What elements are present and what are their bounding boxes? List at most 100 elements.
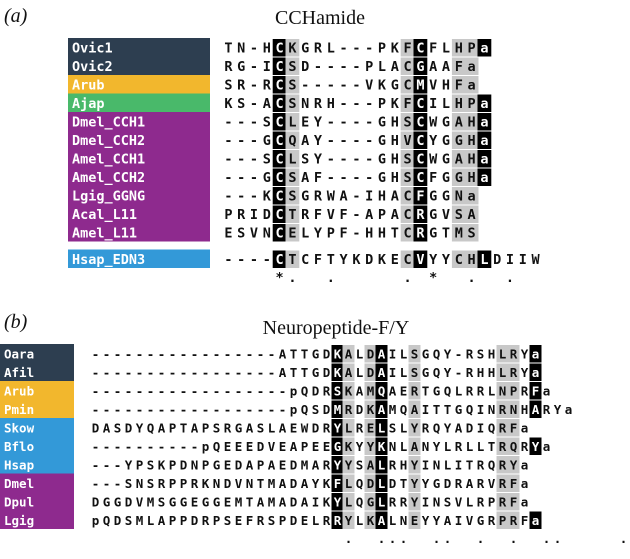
panel_b-residue: - bbox=[114, 439, 122, 454]
panel_a-residue: G bbox=[429, 226, 437, 242]
panel_b-residue: A bbox=[345, 365, 353, 380]
panel_a-residue: - bbox=[224, 133, 232, 149]
panel_a-residue: - bbox=[340, 170, 348, 186]
panel_b-residue: D bbox=[444, 476, 452, 491]
panel_a-residue: - bbox=[314, 78, 322, 94]
panel_b-residue: I bbox=[422, 402, 430, 417]
panel_a-consensus-mark: * bbox=[429, 270, 437, 286]
panel_b-consensus-mark: . bbox=[378, 531, 386, 546]
panel_b-residue: - bbox=[224, 402, 232, 417]
panel_b-residue: P bbox=[169, 476, 177, 491]
panel_a-residue-highlight bbox=[400, 131, 415, 149]
panel_a-residue: N bbox=[301, 96, 309, 112]
panel_b-residue-highlight bbox=[331, 493, 344, 511]
panel_b-residue: Y bbox=[444, 421, 452, 436]
panel_b-residue: - bbox=[246, 347, 254, 362]
panel_a-residue: S bbox=[237, 226, 245, 242]
panel_a-residue: - bbox=[224, 252, 232, 268]
panel_b-residue: G bbox=[422, 365, 430, 380]
panel_b-residue: L bbox=[499, 365, 507, 380]
panel_b-residue: - bbox=[136, 439, 144, 454]
panel_b-residue: R bbox=[334, 513, 342, 528]
panel_b-species-name: Bflo bbox=[4, 439, 34, 454]
panel_a-residue: - bbox=[301, 78, 309, 94]
panel_a-residue: R bbox=[416, 226, 425, 242]
panel_b-residue: Y bbox=[367, 439, 375, 454]
panel_b-residue: N bbox=[246, 476, 254, 491]
panel_b-species-name: Dmel bbox=[4, 476, 34, 491]
panel_b-residue: S bbox=[257, 421, 265, 436]
panel_b-residue-highlight bbox=[507, 437, 520, 455]
panel_b-residue: H bbox=[488, 365, 496, 380]
panel_b-residue: - bbox=[202, 347, 210, 362]
panel_a-residue: - bbox=[237, 189, 245, 205]
panel_b-residue-highlight bbox=[375, 493, 388, 511]
panel_a-residue-highlight bbox=[464, 76, 479, 94]
panel_b-residue: - bbox=[125, 439, 133, 454]
panel_b-residue: E bbox=[400, 384, 408, 399]
panel_a-residue: C bbox=[276, 41, 284, 57]
panel_a-residue: R bbox=[314, 41, 323, 57]
panel_a-residue: A bbox=[263, 96, 271, 112]
panel_a-residue: C bbox=[416, 152, 424, 168]
panel_b-residue-highlight bbox=[408, 345, 421, 363]
panel_a-residue: K bbox=[224, 96, 233, 112]
panel_b-residue-highlight bbox=[342, 511, 355, 529]
panel_b-residue-highlight bbox=[342, 363, 355, 381]
panel_a-residue-highlight bbox=[451, 224, 466, 242]
panel_b-species-name: Dpul bbox=[4, 495, 34, 510]
panel_b-residue: E bbox=[411, 513, 419, 528]
panel_b-residue: - bbox=[125, 402, 133, 417]
panel_b-residue: R bbox=[499, 402, 507, 417]
panel_a-species-name: Ovic1 bbox=[72, 41, 113, 57]
panel_a-residue-highlight bbox=[272, 94, 287, 112]
panel_a-residue-highlight bbox=[285, 250, 300, 268]
panel_b-residue: S bbox=[312, 402, 320, 417]
panel_b-residue: - bbox=[202, 402, 210, 417]
panel_a-residue: - bbox=[365, 170, 373, 186]
panel_a-residue-highlight bbox=[272, 187, 287, 205]
panel_a-residue: H bbox=[468, 133, 476, 149]
panel_b-residue: Y bbox=[334, 495, 342, 510]
panel_b-consensus-mark: . bbox=[477, 531, 485, 546]
panel_b-residue: - bbox=[103, 347, 111, 362]
panel_a-residue: - bbox=[365, 152, 373, 168]
panel_b-residue: R bbox=[499, 495, 507, 510]
panel_a-species-name: Dmel_CCH1 bbox=[72, 115, 145, 131]
panel_a-species-band bbox=[68, 112, 210, 131]
panel_b-residue: D bbox=[466, 421, 474, 436]
panel_b-residue: A bbox=[356, 384, 364, 399]
panel_b-residue: R bbox=[158, 476, 166, 491]
panel_a-residue-highlight bbox=[272, 39, 287, 57]
panel_b-residue: T bbox=[433, 402, 441, 417]
panel_b-residue: Y bbox=[433, 513, 441, 528]
panel_a-residue: C bbox=[404, 226, 412, 242]
panel_a-species-band bbox=[68, 186, 210, 205]
panel_a-residue: G bbox=[378, 152, 386, 168]
panel_a-residue-highlight bbox=[451, 187, 466, 205]
panel_a-residue: H bbox=[378, 189, 386, 205]
panel_a-residue: C bbox=[416, 96, 424, 112]
panel_a-residue: T bbox=[442, 226, 450, 242]
panel_a-consensus-mark: . bbox=[288, 270, 296, 286]
panel_b-residue: R bbox=[389, 458, 397, 473]
panel_b-residue: K bbox=[202, 476, 210, 491]
panel_a-residue: S bbox=[468, 226, 476, 242]
panel_a-residue: R bbox=[237, 207, 246, 223]
panel_a-residue: V bbox=[429, 78, 437, 94]
panel_b-residue-highlight bbox=[408, 419, 421, 437]
panel_b-residue: T bbox=[444, 402, 452, 417]
panel_b-residue: D bbox=[114, 513, 122, 528]
panel_b-residue-highlight bbox=[331, 382, 344, 400]
panel_b-residue: M bbox=[136, 513, 144, 528]
panel_b-residue-highlight bbox=[364, 511, 377, 529]
panel_b-residue: F bbox=[510, 495, 518, 510]
panel_a-residue-highlight bbox=[451, 57, 466, 75]
panel_a-residue: V bbox=[365, 78, 373, 94]
panel_b-residue: E bbox=[235, 513, 243, 528]
panel_a-residue-highlight bbox=[285, 57, 300, 75]
panel_b-residue: P bbox=[136, 458, 144, 473]
panel_b-residue: a bbox=[543, 439, 551, 454]
panel_a-residue-highlight bbox=[464, 57, 479, 75]
panel_b-residue: - bbox=[114, 384, 122, 399]
